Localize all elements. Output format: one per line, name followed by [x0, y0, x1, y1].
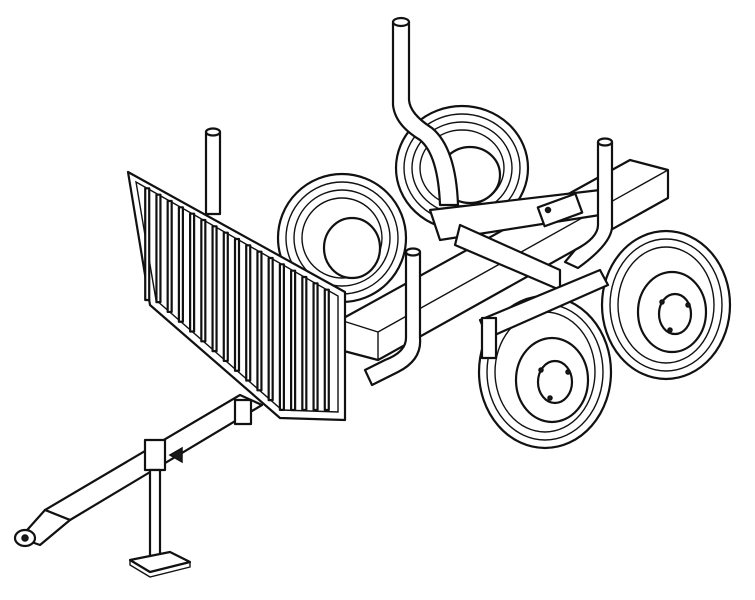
- grate-bar: [155, 193, 162, 304]
- grate-bars: [144, 187, 330, 412]
- grate-bar: [278, 263, 285, 412]
- grate-bar: [301, 275, 308, 412]
- axle-bogie: [478, 268, 610, 360]
- wheel-rear-left-near: [276, 172, 408, 304]
- grate-bar: [144, 187, 151, 302]
- stake-middle: [363, 247, 422, 387]
- grate-bar: [222, 231, 229, 363]
- grate-bar: [200, 218, 207, 343]
- jack-stand: [128, 438, 192, 578]
- grate-bar: [312, 282, 319, 412]
- grate-bar: [256, 250, 263, 392]
- grate-bar: [211, 225, 218, 353]
- grate-bar: [166, 199, 173, 314]
- grate-headboard: [126, 170, 347, 422]
- stake-front-left: [204, 127, 222, 216]
- wheel-front-right-far: [600, 229, 732, 381]
- grate-bar: [323, 288, 330, 412]
- grate-bar: [267, 256, 274, 402]
- grate-bar: [177, 206, 184, 323]
- stake-rear-tall: [391, 16, 460, 207]
- grate-bar: [233, 237, 241, 372]
- stake-rear-right: [563, 137, 614, 270]
- grate-bar: [245, 244, 252, 382]
- wheel-front-right-near: [477, 294, 613, 450]
- drawbar: [13, 393, 264, 548]
- grate-bar: [189, 212, 196, 333]
- grate-bar: [290, 269, 297, 412]
